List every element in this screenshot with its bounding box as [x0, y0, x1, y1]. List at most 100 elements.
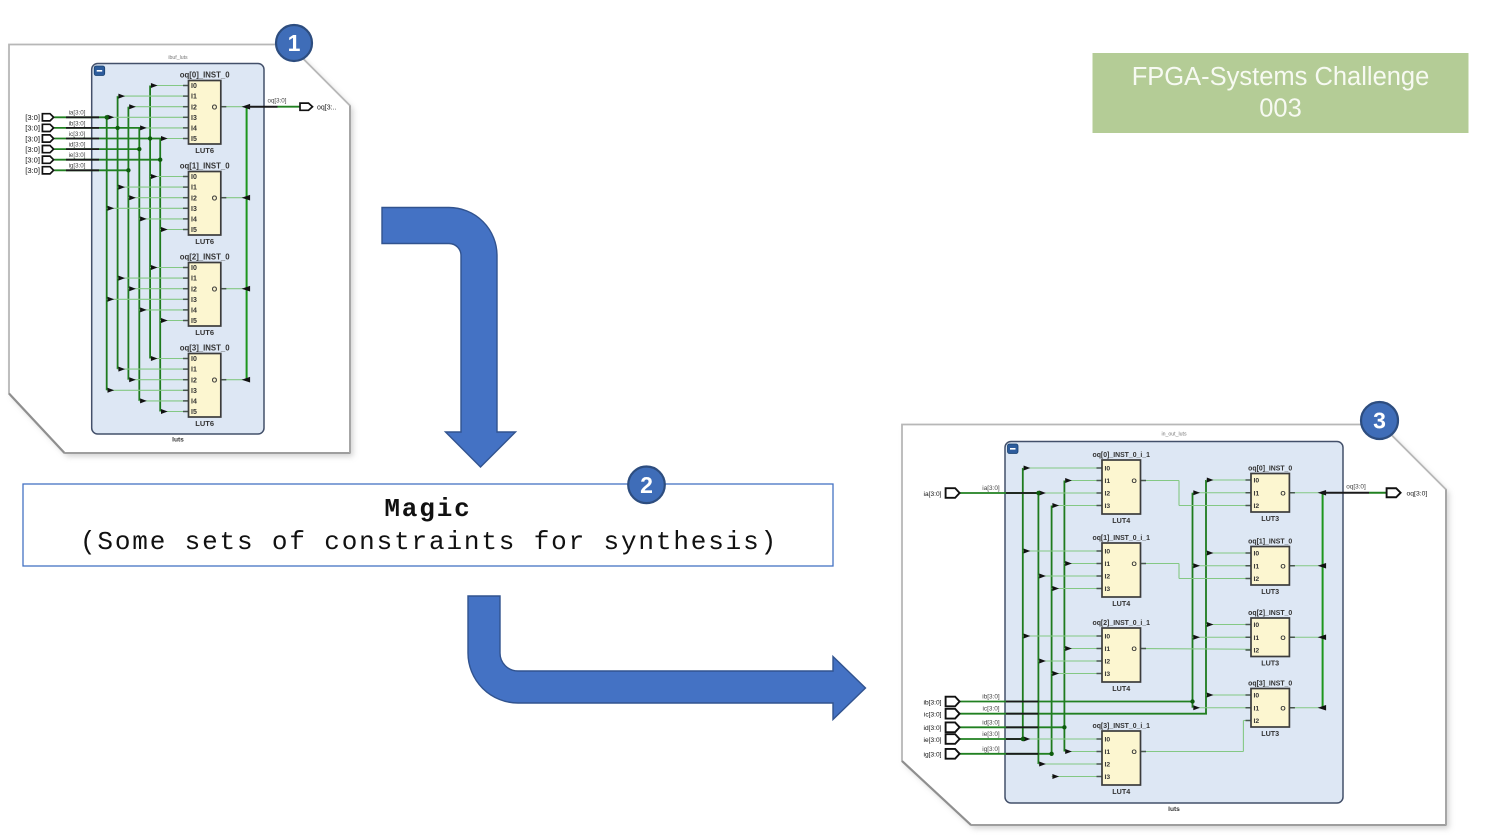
svg-text:ib[3:0]: ib[3:0] — [924, 699, 942, 706]
svg-text:ic[3:0]: ic[3:0] — [69, 131, 86, 138]
svg-text:LUT6: LUT6 — [195, 237, 214, 246]
svg-text:I1: I1 — [1105, 561, 1111, 568]
svg-text:I0: I0 — [1105, 466, 1111, 473]
svg-text:O: O — [1132, 561, 1137, 568]
svg-text:oq[3]_INST_0: oq[3]_INST_0 — [1248, 681, 1292, 688]
svg-text:I2: I2 — [1105, 491, 1111, 498]
svg-text:O: O — [1280, 490, 1285, 497]
svg-text:ia[3:0]: ia[3:0] — [924, 491, 942, 498]
svg-text:ia[3:0]: ia[3:0] — [982, 485, 1000, 492]
svg-text:I0: I0 — [1105, 634, 1111, 641]
svg-text:I1: I1 — [191, 276, 197, 283]
svg-text:ib[3:0]: ib[3:0] — [982, 694, 1000, 701]
svg-text:LUT4: LUT4 — [1112, 684, 1130, 693]
svg-text:luts: luts — [1168, 806, 1180, 813]
svg-text:O: O — [1280, 705, 1285, 712]
svg-text:oq[3:0]: oq[3:0] — [268, 98, 287, 105]
svg-text:(Some sets of constraints for: (Some sets of constraints for synthesis) — [80, 527, 778, 557]
svg-text:I0: I0 — [191, 356, 197, 363]
svg-text:I3: I3 — [1105, 671, 1111, 678]
svg-text:O: O — [212, 377, 218, 384]
svg-text:in_out_luts: in_out_luts — [1161, 432, 1186, 438]
svg-text:I2: I2 — [191, 195, 197, 202]
svg-text:I3: I3 — [191, 388, 197, 395]
svg-text:id[3:0]: id[3:0] — [982, 719, 1000, 726]
svg-text:2: 2 — [640, 472, 653, 498]
svg-text:I0: I0 — [1105, 737, 1111, 744]
svg-text:I5: I5 — [191, 136, 197, 143]
svg-text:LUT6: LUT6 — [195, 419, 214, 428]
svg-text:O: O — [212, 104, 218, 111]
svg-text:I0: I0 — [1254, 693, 1260, 700]
svg-text:oq[0]_INST_0_i_1: oq[0]_INST_0_i_1 — [1093, 452, 1151, 459]
svg-text:I5: I5 — [191, 227, 197, 234]
svg-text:ie[3:0]: ie[3:0] — [924, 737, 942, 744]
svg-text:oq[2]_INST_0: oq[2]_INST_0 — [1248, 610, 1292, 617]
svg-text:ic[3:0]: ic[3:0] — [982, 706, 999, 713]
svg-text:Magic: Magic — [384, 494, 471, 524]
svg-text:ibuf_luts: ibuf_luts — [168, 55, 188, 61]
svg-text:I1: I1 — [191, 94, 197, 101]
svg-text:LUT6: LUT6 — [195, 328, 214, 337]
svg-text:I2: I2 — [191, 286, 197, 293]
svg-text:oq[1]_INST_0_i_1: oq[1]_INST_0_i_1 — [1093, 535, 1151, 542]
svg-text:I1: I1 — [1254, 563, 1260, 570]
svg-text:[3:0]: [3:0] — [25, 166, 40, 175]
svg-text:ib[3:0]: ib[3:0] — [69, 120, 86, 127]
svg-text:3: 3 — [1373, 408, 1386, 434]
svg-text:I3: I3 — [1105, 503, 1111, 510]
svg-text:I1: I1 — [191, 367, 197, 374]
svg-text:I0: I0 — [1254, 622, 1260, 629]
svg-text:[3:0]: [3:0] — [25, 113, 40, 122]
svg-text:O: O — [1132, 646, 1137, 653]
svg-text:ig[3:0]: ig[3:0] — [982, 746, 1000, 753]
svg-text:I5: I5 — [191, 409, 197, 416]
svg-text:I2: I2 — [1254, 503, 1260, 510]
svg-text:oq[0]_INST_0: oq[0]_INST_0 — [1248, 466, 1292, 473]
svg-text:ie[3:0]: ie[3:0] — [982, 731, 1000, 738]
svg-text:I2: I2 — [1254, 576, 1260, 583]
svg-text:I0: I0 — [191, 265, 197, 272]
svg-text:ig[3:0]: ig[3:0] — [69, 163, 86, 170]
svg-text:I3: I3 — [191, 206, 197, 213]
svg-text:[3:0]: [3:0] — [25, 134, 40, 143]
svg-text:1: 1 — [288, 30, 301, 56]
svg-text:ig[3:0]: ig[3:0] — [924, 752, 942, 759]
svg-text:I1: I1 — [191, 185, 197, 192]
svg-text:I4: I4 — [191, 126, 197, 133]
svg-text:LUT3: LUT3 — [1261, 514, 1279, 523]
svg-text:oq[3]_INST_0: oq[3]_INST_0 — [180, 344, 230, 353]
svg-text:[3:0]: [3:0] — [25, 145, 40, 154]
svg-text:I2: I2 — [191, 377, 197, 384]
svg-text:I1: I1 — [1254, 635, 1260, 642]
svg-text:O: O — [1132, 478, 1137, 485]
svg-text:I1: I1 — [1254, 705, 1260, 712]
svg-text:LUT4: LUT4 — [1112, 599, 1130, 608]
svg-text:I4: I4 — [191, 399, 197, 406]
svg-text:oq[1]_INST_0: oq[1]_INST_0 — [1248, 539, 1292, 546]
svg-text:LUT6: LUT6 — [195, 146, 214, 155]
svg-text:id[3:0]: id[3:0] — [924, 725, 942, 732]
svg-text:LUT3: LUT3 — [1261, 659, 1279, 668]
svg-text:I3: I3 — [1105, 586, 1111, 593]
svg-text:oq[2]_INST_0: oq[2]_INST_0 — [180, 253, 230, 262]
svg-text:O: O — [1280, 635, 1285, 642]
svg-text:I2: I2 — [191, 104, 197, 111]
svg-text:I3: I3 — [1105, 774, 1111, 781]
svg-text:oq[3]_INST_0_i_1: oq[3]_INST_0_i_1 — [1093, 723, 1151, 730]
svg-text:I1: I1 — [1254, 490, 1260, 497]
svg-text:I2: I2 — [1254, 718, 1260, 725]
svg-text:I2: I2 — [1105, 574, 1111, 581]
svg-text:O: O — [212, 286, 218, 293]
svg-text:oq[3:..: oq[3:.. — [317, 104, 337, 111]
svg-text:I2: I2 — [1105, 659, 1111, 666]
svg-text:O: O — [212, 195, 218, 202]
svg-text:ia[3:0]: ia[3:0] — [69, 110, 86, 117]
svg-text:I5: I5 — [191, 318, 197, 325]
svg-text:I1: I1 — [1105, 646, 1111, 653]
svg-text:I0: I0 — [1254, 551, 1260, 558]
svg-text:ie[3:0]: ie[3:0] — [69, 152, 86, 159]
svg-text:[3:0]: [3:0] — [25, 156, 40, 165]
svg-text:O: O — [1280, 563, 1285, 570]
svg-text:I1: I1 — [1105, 478, 1111, 485]
